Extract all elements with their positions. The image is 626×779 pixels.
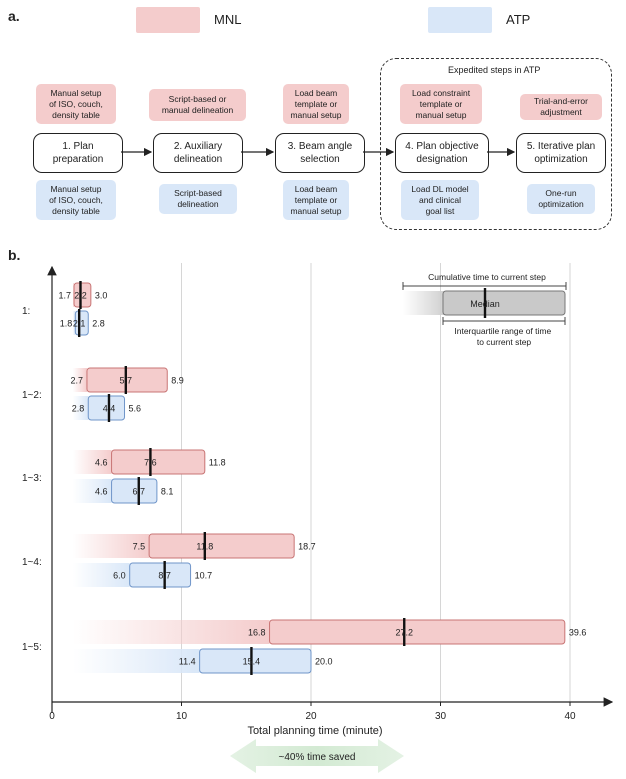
- category-label-0: 1:: [22, 306, 30, 317]
- category-label-3: 1~4:: [22, 557, 42, 568]
- mnl-median-label-4: 27.2: [395, 628, 413, 638]
- mnl-fade-bar-2: [72, 450, 112, 474]
- panel-b-label: b.: [8, 247, 21, 263]
- category-label-2: 1~3:: [22, 473, 42, 484]
- step-2-mnl-chip: Script-based or manual delineation: [149, 89, 246, 121]
- atp-iqr-box-4: [199, 648, 312, 674]
- expedited-steps-frame: [380, 58, 612, 230]
- step-2-box: 2. Auxiliary delineation: [153, 133, 243, 173]
- x-axis-label: Total planning time (minute): [247, 725, 382, 737]
- x-tick-label-20: 20: [305, 711, 317, 722]
- time-saved-label: ~40% time saved: [279, 752, 356, 763]
- atp-fade-bar-2: [72, 479, 112, 503]
- step-4-atp-chip: Load DL model and clinical goal list: [401, 180, 479, 220]
- legend-label-mnl: MNL: [214, 12, 242, 27]
- atp-q1-label-3: 6.0: [113, 571, 126, 581]
- atp-fade-bar-3: [72, 563, 130, 587]
- time-saved-arrow: ~40% time saved: [230, 739, 404, 773]
- mnl-fade-bar-4: [72, 620, 270, 644]
- atp-q1-label-1: 2.8: [72, 404, 85, 414]
- mnl-iqr-box-2: [111, 449, 206, 475]
- x-tick-label-10: 10: [176, 711, 188, 722]
- atp-q3-label-1: 5.6: [129, 404, 142, 414]
- key-fade-bar: [403, 291, 445, 315]
- step-3-mnl-chip: Load beam template or manual setup: [283, 84, 349, 124]
- atp-median-label-1: 4.4: [103, 404, 116, 414]
- atp-q1-label-0: 1.8: [60, 319, 73, 329]
- atp-median-label-0: 2.1: [73, 319, 86, 329]
- mnl-q1-label-1: 2.7: [70, 376, 83, 386]
- legend-swatch-mnl: [136, 7, 200, 33]
- atp-q3-label-0: 2.8: [92, 319, 105, 329]
- mnl-iqr-box-1: [86, 367, 168, 393]
- mnl-iqr-box-0: [73, 282, 92, 308]
- mnl-q3-label-2: 11.8: [209, 458, 226, 468]
- atp-median-label-3: 8.7: [158, 571, 171, 581]
- atp-median-label-2: 6.7: [133, 487, 146, 497]
- atp-q3-label-2: 8.1: [161, 487, 174, 497]
- x-tick-label-0: 0: [49, 711, 55, 722]
- mnl-median-label-2: 7.6: [144, 458, 157, 468]
- key-iqr-label: Interquartile range of time to current s…: [454, 326, 553, 347]
- panel-a-label: a.: [8, 8, 20, 24]
- mnl-median-label-0: 2.2: [74, 291, 87, 301]
- category-label-1: 1~2:: [22, 390, 42, 401]
- x-tick-label-40: 40: [564, 711, 576, 722]
- step-5-mnl-chip: Trial-and-error adjustment: [520, 94, 602, 120]
- step-3-atp-chip: Load beam template or manual setup: [283, 180, 349, 220]
- step-4-mnl-chip: Load constraint template or manual setup: [400, 84, 482, 124]
- mnl-q1-label-3: 7.5: [133, 542, 146, 552]
- mnl-iqr-box-4: [269, 619, 566, 645]
- atp-fade-bar-4: [72, 649, 200, 673]
- expedited-steps-title: Expedited steps in ATP: [448, 65, 541, 75]
- atp-iqr-box-2: [111, 478, 158, 504]
- mnl-q1-label-0: 1.7: [58, 291, 71, 301]
- mnl-median-label-1: 5.7: [120, 376, 133, 386]
- category-label-4: 1~5:: [22, 642, 42, 653]
- atp-median-label-4: 15.4: [243, 657, 261, 667]
- mnl-q3-label-1: 8.9: [171, 376, 184, 386]
- atp-q1-label-2: 4.6: [95, 487, 108, 497]
- step-5-box: 5. Iterative plan optimization: [516, 133, 606, 173]
- mnl-median-label-3: 11.8: [196, 542, 213, 552]
- step-1-box: 1. Plan preparation: [33, 133, 123, 173]
- step-1-mnl-chip: Manual setup of ISO, couch, density tabl…: [36, 84, 116, 124]
- atp-q1-label-4: 11.4: [179, 657, 196, 667]
- atp-iqr-box-1: [87, 395, 126, 421]
- x-tick-label-30: 30: [435, 711, 447, 722]
- step-3-box: 3. Beam angle selection: [275, 133, 365, 173]
- key-cumulative-label: Cumulative time to current step: [428, 272, 546, 282]
- legend-label-atp: ATP: [506, 12, 531, 27]
- step-5-atp-chip: One-run optimization: [527, 184, 595, 214]
- mnl-q3-label-4: 39.6: [569, 628, 587, 638]
- step-2-atp-chip: Script-based delineation: [159, 184, 237, 214]
- chart-key: Cumulative time to current step Median I…: [402, 272, 567, 347]
- step-arrows: [121, 147, 516, 157]
- mnl-iqr-box-3: [148, 533, 295, 559]
- mnl-q1-label-2: 4.6: [95, 458, 108, 468]
- step-1-atp-chip: Manual setup of ISO, couch, density tabl…: [36, 180, 116, 220]
- atp-q3-label-3: 10.7: [195, 571, 213, 581]
- mnl-fade-bar-3: [72, 534, 150, 558]
- legend-swatch-atp: [428, 7, 492, 33]
- mnl-q3-label-0: 3.0: [95, 291, 108, 301]
- key-iqr-box: [442, 290, 566, 316]
- mnl-fade-bar-1: [72, 368, 87, 392]
- planning-time-chart: 1: 1~2: 1~3: 1~4: 1~5: 2.21.7 3.0 5.7 2.7 8.9 7.6 4…: [22, 263, 614, 773]
- atp-q3-label-4: 20.0: [315, 657, 333, 667]
- atp-fade-bar-1: [72, 396, 89, 420]
- atp-iqr-box-3: [129, 562, 192, 588]
- atp-fade-bar-0: [72, 311, 76, 335]
- mnl-q1-label-4: 16.8: [248, 628, 266, 638]
- mnl-fade-bar-0: [72, 283, 75, 307]
- step-4-box: 4. Plan objective designation: [395, 133, 489, 173]
- key-median-label: Median: [470, 299, 500, 309]
- mnl-q3-label-3: 18.7: [298, 542, 316, 552]
